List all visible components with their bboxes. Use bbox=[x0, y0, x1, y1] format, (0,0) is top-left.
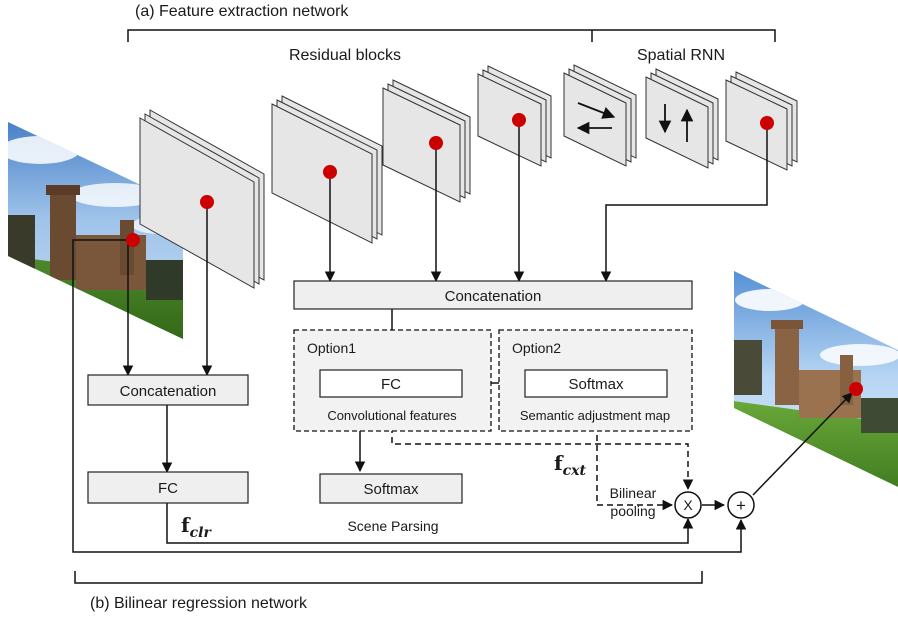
concatenation-left-label: Concatenation bbox=[120, 383, 217, 400]
softmax-right-box bbox=[524, 369, 668, 398]
fc-left-label: FC bbox=[158, 480, 178, 497]
add-operator bbox=[727, 491, 755, 519]
multiply-operator bbox=[674, 491, 702, 519]
convolutional-features-label: Convolutional features bbox=[327, 408, 457, 423]
option1-label: Option1 bbox=[307, 340, 356, 356]
option2-label: Option2 bbox=[512, 340, 561, 356]
feature-extraction-title: (a) Feature extraction network bbox=[135, 3, 349, 20]
pooling-label: pooling bbox=[610, 503, 655, 519]
fc-mid-box bbox=[319, 369, 463, 398]
concatenation-top-label: Concatenation bbox=[445, 288, 542, 305]
scene-parsing-label: Scene Parsing bbox=[347, 518, 438, 534]
softmax-right-label: Softmax bbox=[568, 376, 624, 393]
f-clr-label: fclr bbox=[181, 513, 212, 541]
add-symbol: + bbox=[736, 496, 746, 515]
bilinear-regression-bracket bbox=[74, 571, 703, 584]
fc-mid-label: FC bbox=[381, 376, 401, 393]
concatenation-top-box bbox=[293, 280, 693, 310]
rightward-arrow-icon bbox=[577, 102, 616, 119]
red-dots bbox=[126, 113, 863, 396]
spatial-rnn-label: Spatial RNN bbox=[637, 47, 725, 64]
softmax-mid-box bbox=[319, 473, 463, 504]
semantic-adjustment-map-label: Semantic adjustment map bbox=[520, 408, 670, 423]
feature-extraction-bracket bbox=[127, 29, 776, 42]
rnn-map-stack-1 bbox=[563, 64, 637, 167]
concatenation-left-box bbox=[87, 374, 249, 406]
multiply-symbol: X bbox=[683, 497, 693, 513]
rnn-map-stack-2 bbox=[645, 68, 719, 169]
output-image bbox=[734, 271, 898, 487]
residual-blocks-label: Residual blocks bbox=[289, 47, 401, 64]
bilinear-label: Bilinear bbox=[610, 485, 657, 501]
softmax-mid-label: Softmax bbox=[363, 481, 419, 498]
feature-map-stack-4 bbox=[477, 65, 552, 167]
feature-map-stack-3 bbox=[382, 79, 471, 203]
bilinear-regression-title: (b) Bilinear regression network bbox=[90, 595, 308, 612]
f-cxt-label: fcxt bbox=[554, 451, 586, 479]
fc-left-box bbox=[87, 471, 249, 504]
